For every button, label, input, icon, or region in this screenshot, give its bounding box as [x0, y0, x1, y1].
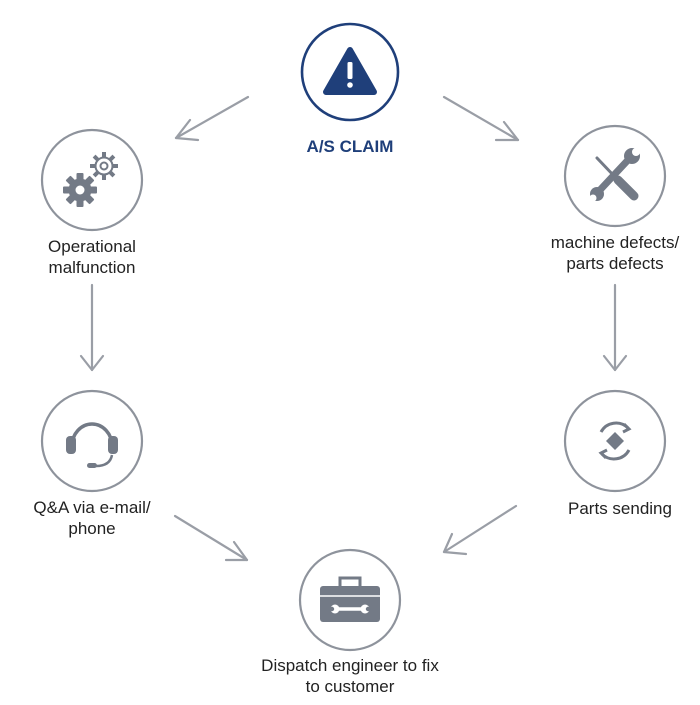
label-line: Parts sending [568, 499, 672, 518]
label-line: Operational [48, 237, 136, 256]
label-line: parts defects [566, 254, 664, 273]
arrow-claim-to-malfunction [174, 95, 250, 140]
node-defects [563, 124, 667, 228]
label-line: malfunction [48, 258, 136, 277]
label-qa: Q&A via e-mail/ phone [2, 497, 182, 539]
label-defects: machine defects/ parts defects [530, 232, 700, 274]
arrow-head [224, 540, 249, 562]
arrow-head [79, 354, 105, 372]
refresh-icon [598, 421, 632, 461]
arrow-head [442, 532, 468, 556]
node-malfunction [40, 128, 144, 232]
arrow-head [494, 120, 520, 142]
arrow-parts-to-dispatch [442, 504, 518, 554]
arrow-head [174, 118, 200, 142]
node-dispatch [298, 548, 402, 652]
headset-icon [66, 422, 118, 468]
label-malfunction: Operational malfunction [7, 236, 177, 278]
node-parts [563, 389, 667, 493]
gears-icon [63, 152, 118, 207]
node-claim [300, 22, 400, 122]
label-line: Dispatch engineer to fix [261, 656, 439, 675]
label-parts: Parts sending [545, 498, 695, 519]
label-line: A/S CLAIM [306, 137, 394, 156]
node-qa [40, 389, 144, 493]
arrow-claim-to-defects [442, 95, 520, 142]
label-line: Q&A via e-mail/ [33, 498, 151, 517]
label-dispatch: Dispatch engineer to fix to customer [230, 655, 470, 697]
label-line: to customer [305, 677, 395, 696]
label-line: phone [68, 519, 116, 538]
arrow-qa-to-dispatch [173, 514, 249, 562]
warning-icon [323, 47, 377, 95]
label-claim: A/S CLAIM [275, 136, 425, 157]
label-line: machine defects/ [550, 233, 680, 252]
arrow-head [602, 354, 628, 372]
toolbox-icon [320, 576, 380, 622]
tools-icon [589, 148, 640, 202]
